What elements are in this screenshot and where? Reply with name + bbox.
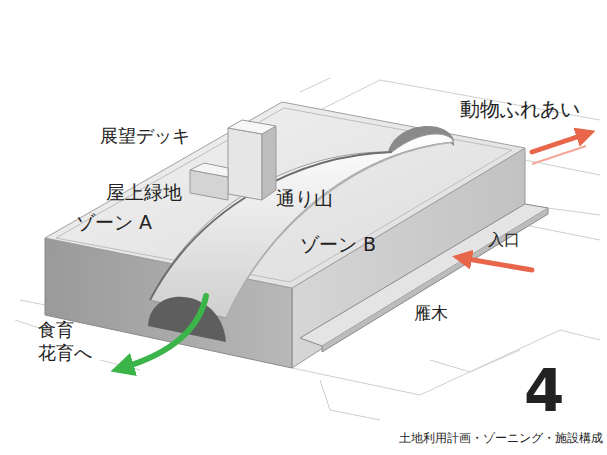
site-plan-lines — [15, 78, 600, 420]
gangi-label: 雁木 — [414, 302, 448, 324]
observation-deck — [190, 120, 276, 200]
caption: 土地利用計画・ゾーニング・施設構成 — [399, 430, 603, 447]
entrance-arrow — [462, 258, 532, 270]
zone-label: ゾーン A — [76, 210, 152, 235]
zone-label: ゾーン B — [300, 232, 376, 257]
entrance-label: 入口 — [488, 230, 520, 251]
zone-label: 屋上緑地 — [106, 180, 182, 205]
zone-label: 通り山 — [276, 186, 333, 211]
zone-label: 動物ふれあい — [460, 96, 580, 122]
gangi-eave-edge — [322, 208, 548, 352]
gangi-eave — [300, 204, 548, 346]
animal-arrow-shadow — [532, 146, 586, 164]
deck-label: 展望デッキ — [100, 124, 190, 147]
direction-label: 食育 花育へ — [38, 318, 97, 365]
flow-arrow — [122, 296, 206, 368]
page-number: 4 — [524, 362, 564, 420]
